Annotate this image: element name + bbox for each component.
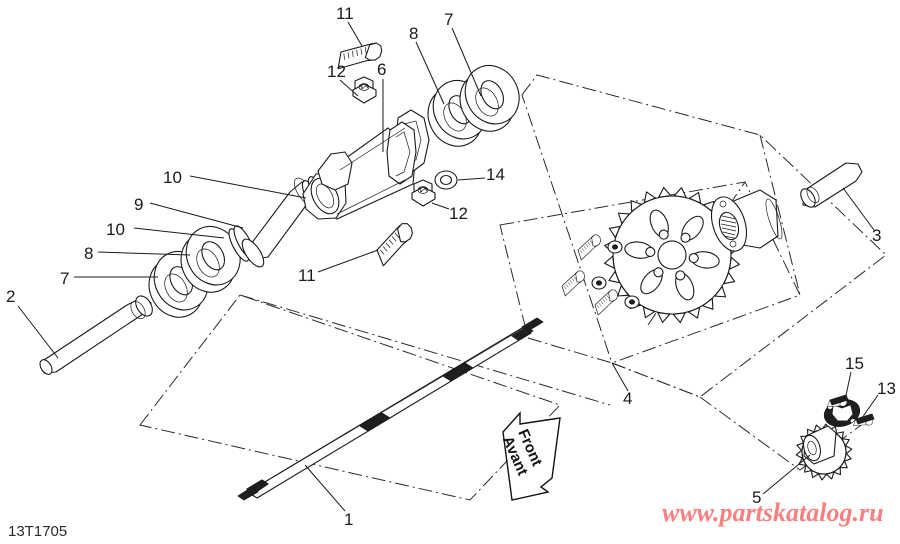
callout-8-lower: 8 bbox=[84, 244, 93, 263]
callout-7-lower: 7 bbox=[60, 269, 69, 288]
part-2-pin-rod bbox=[39, 295, 153, 375]
part-12-flange-nut-lower bbox=[411, 179, 436, 207]
callout-11-upper: 11 bbox=[336, 4, 354, 23]
sprocket-mount-bolt-2 bbox=[558, 269, 607, 297]
sprocket-mount-bolt-1 bbox=[574, 233, 623, 261]
callout-11-lower: 11 bbox=[298, 266, 316, 285]
part-13-screw-1 bbox=[827, 393, 849, 414]
sprocket-hub-flange bbox=[710, 189, 783, 252]
callout-leader-lines bbox=[17, 21, 879, 512]
diagram-id-code: 13T1705 bbox=[8, 523, 67, 540]
callout-13: 13 bbox=[877, 379, 896, 398]
callout-7-upper: 7 bbox=[444, 10, 453, 29]
part-12-flange-nut-upper bbox=[352, 76, 377, 104]
part-1-drive-axle-shaft bbox=[237, 317, 544, 501]
callout-8-upper: 8 bbox=[409, 24, 418, 43]
part-6-bearing-housing bbox=[302, 109, 430, 220]
part-5-small-sprocket bbox=[795, 423, 853, 481]
part-11-hex-flange-bolt-lower bbox=[370, 220, 422, 267]
callout-10-lower: 10 bbox=[106, 220, 125, 239]
sprocket-mount-bolt-3 bbox=[591, 288, 640, 316]
site-watermark: www.partskatalog.ru bbox=[662, 498, 884, 527]
callout-5: 5 bbox=[752, 488, 761, 507]
part-14-flat-washer bbox=[434, 170, 458, 190]
callout-15: 15 bbox=[845, 354, 864, 373]
callout-14: 14 bbox=[486, 165, 505, 184]
callout-2: 2 bbox=[6, 287, 15, 306]
part-13-screw-2 bbox=[853, 412, 875, 433]
callout-6: 6 bbox=[377, 60, 386, 79]
callout-1: 1 bbox=[344, 510, 353, 529]
large-sprocket bbox=[603, 186, 741, 324]
part-3-spacer-tube bbox=[800, 162, 863, 208]
callout-3: 3 bbox=[872, 226, 881, 245]
callout-4: 4 bbox=[623, 389, 632, 408]
callout-9: 9 bbox=[134, 195, 143, 214]
callout-12-upper: 12 bbox=[327, 62, 346, 81]
callout-10-upper: 10 bbox=[163, 168, 182, 187]
callout-number-labels: 1 2 3 4 5 6 7 7 8 8 9 10 10 11 11 12 12 … bbox=[6, 4, 896, 529]
front-avant-arrow: Front Avant bbox=[499, 411, 561, 501]
callout-12-lower: 12 bbox=[449, 204, 468, 223]
